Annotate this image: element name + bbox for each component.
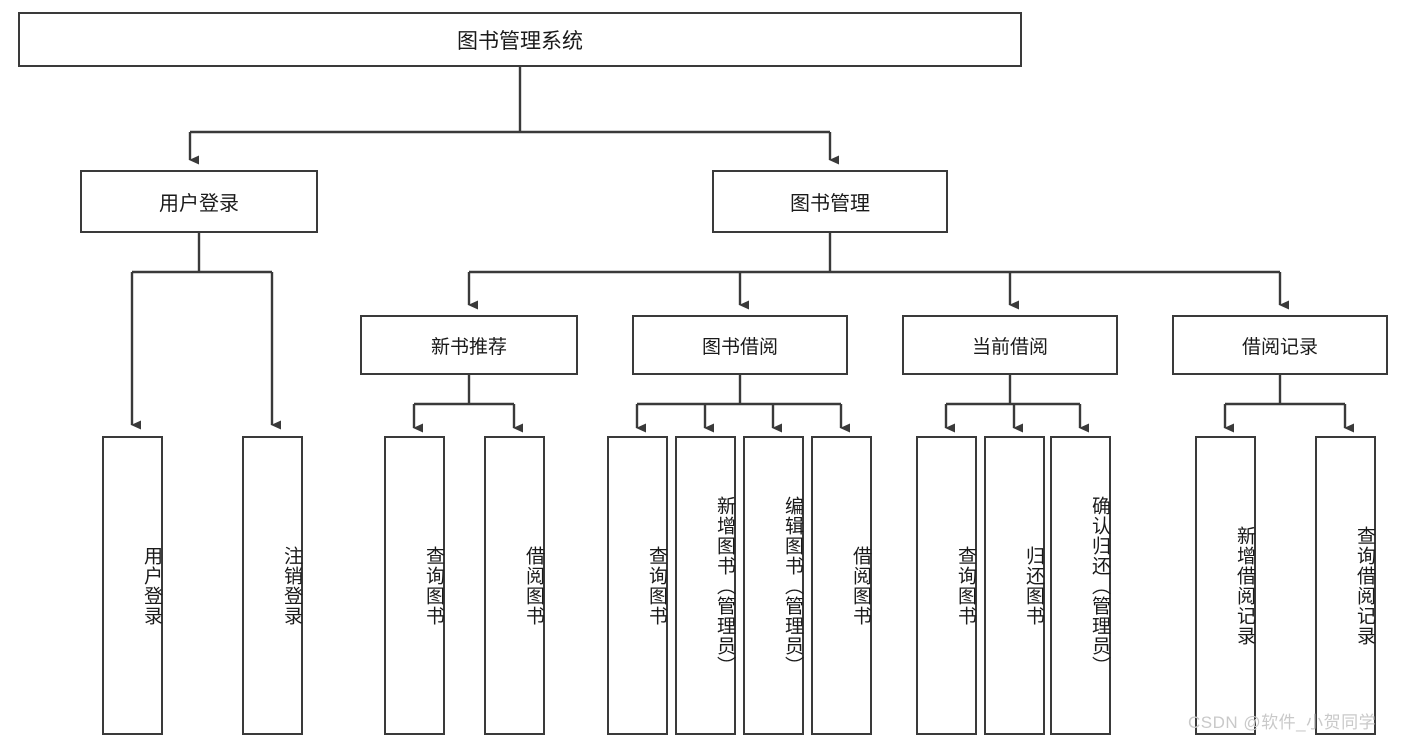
node-leaf-edit-book-label: 编辑图书（管理员）	[782, 495, 803, 676]
node-leaf-query-book-1[interactable]: 查询图书	[384, 436, 445, 735]
node-leaf-logout[interactable]: 注销登录	[242, 436, 303, 735]
node-book-manage[interactable]: 图书管理	[712, 170, 948, 233]
node-borrow-record[interactable]: 借阅记录	[1172, 315, 1388, 375]
node-leaf-add-book[interactable]: 新增图书（管理员）	[675, 436, 736, 735]
node-user-login-label: 用户登录	[159, 193, 239, 215]
node-leaf-user-login-label: 用户登录	[141, 545, 162, 626]
node-leaf-user-login[interactable]: 用户登录	[102, 436, 163, 735]
node-leaf-confirm-return-label: 确认归还（管理员）	[1089, 495, 1110, 676]
node-leaf-query-record[interactable]: 查询借阅记录	[1315, 436, 1376, 735]
node-new-book-recommend[interactable]: 新书推荐	[360, 315, 578, 375]
node-leaf-return-book-label: 归还图书	[1023, 545, 1044, 626]
node-leaf-borrow-book-2[interactable]: 借阅图书	[811, 436, 872, 735]
node-root[interactable]: 图书管理系统	[18, 12, 1022, 67]
watermark: CSDN @软件_小贺同学	[1188, 713, 1377, 732]
node-leaf-query-book-2[interactable]: 查询图书	[607, 436, 668, 735]
node-leaf-add-record[interactable]: 新增借阅记录	[1195, 436, 1256, 735]
node-leaf-borrow-book-1[interactable]: 借阅图书	[484, 436, 545, 735]
node-leaf-confirm-return[interactable]: 确认归还（管理员）	[1050, 436, 1111, 735]
node-root-label: 图书管理系统	[457, 29, 583, 53]
node-leaf-query-record-label: 查询借阅记录	[1354, 525, 1375, 646]
node-book-borrow-label: 图书借阅	[701, 336, 778, 358]
node-leaf-query-book-3[interactable]: 查询图书	[916, 436, 977, 735]
node-book-borrow[interactable]: 图书借阅	[632, 315, 848, 375]
node-leaf-edit-book[interactable]: 编辑图书（管理员）	[743, 436, 804, 735]
node-leaf-query-book-1-label: 查询图书	[423, 545, 444, 626]
node-user-login[interactable]: 用户登录	[80, 170, 318, 233]
node-new-book-recommend-label: 新书推荐	[430, 336, 507, 358]
node-book-manage-label: 图书管理	[790, 193, 870, 215]
node-borrow-record-label: 借阅记录	[1241, 336, 1318, 358]
node-current-borrow-label: 当前借阅	[971, 336, 1048, 358]
node-leaf-return-book[interactable]: 归还图书	[984, 436, 1045, 735]
node-leaf-query-book-2-label: 查询图书	[646, 545, 667, 626]
node-leaf-logout-label: 注销登录	[281, 545, 302, 626]
node-leaf-query-book-3-label: 查询图书	[955, 545, 976, 626]
node-leaf-add-book-label: 新增图书（管理员）	[714, 495, 735, 676]
node-current-borrow[interactable]: 当前借阅	[902, 315, 1118, 375]
node-leaf-add-record-label: 新增借阅记录	[1234, 525, 1255, 646]
node-leaf-borrow-book-2-label: 借阅图书	[850, 545, 871, 626]
node-leaf-borrow-book-1-label: 借阅图书	[523, 545, 544, 626]
